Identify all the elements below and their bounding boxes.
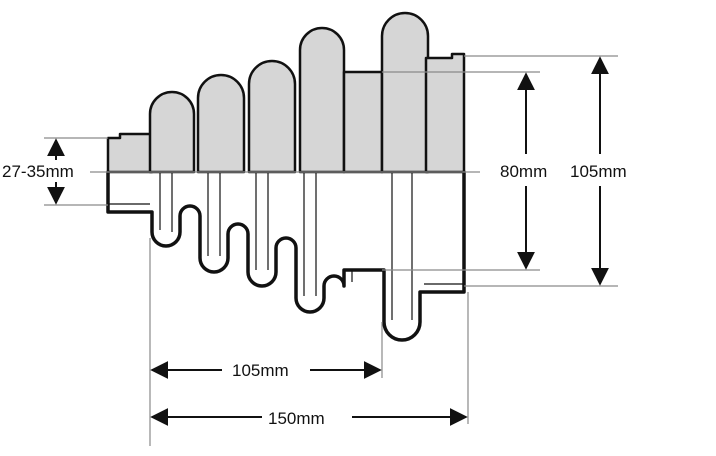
convolution-1 (148, 90, 196, 174)
label-diameter-outer: 105mm (570, 162, 627, 181)
convolution-4 (298, 26, 346, 174)
extension-lines (44, 55, 618, 446)
small-end-collar (106, 132, 154, 174)
boot-lower-half (106, 170, 466, 342)
convolution-2 (196, 73, 246, 174)
dimension-labels: 27-35mm 80mm 105mm 105mm 150mm (2, 160, 627, 428)
section-outline (106, 170, 466, 342)
convolution-5 (380, 11, 430, 174)
body-band (342, 70, 384, 174)
label-length-inner: 105mm (232, 361, 289, 380)
label-diameter-inner: 80mm (500, 162, 547, 181)
convolution-3 (247, 59, 297, 174)
label-length-total: 150mm (268, 409, 325, 428)
boot-upper-half (106, 11, 466, 174)
label-diameter-small: 27-35mm (2, 162, 74, 181)
section-inner-walls (108, 172, 464, 320)
